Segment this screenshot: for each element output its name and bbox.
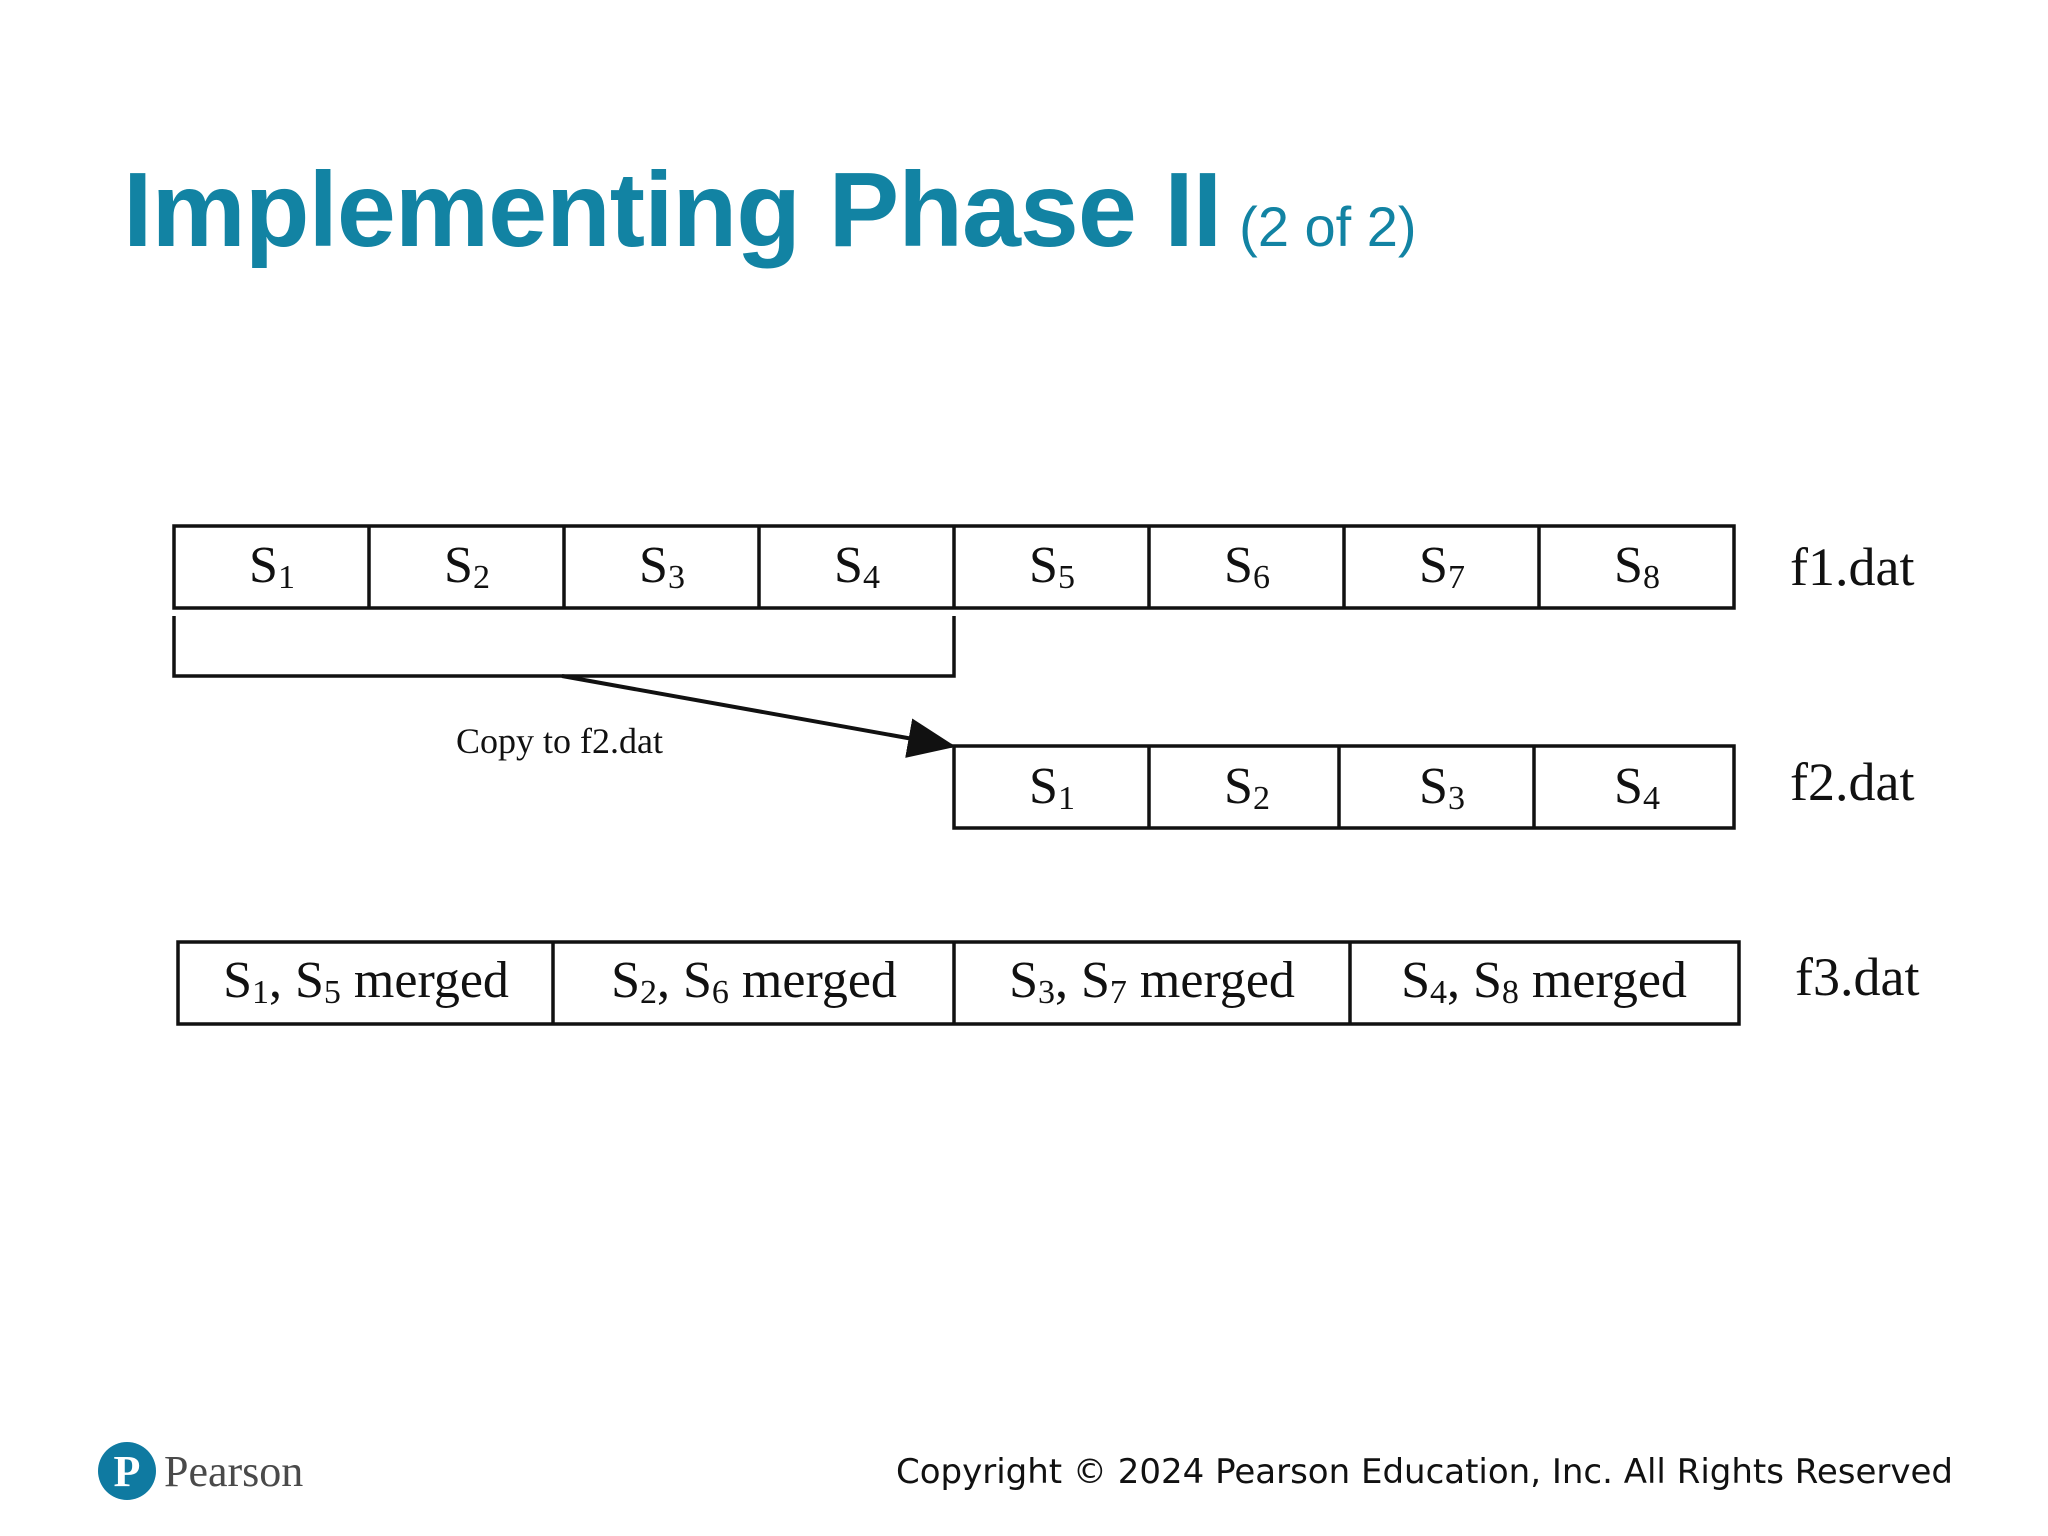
- f1-cell-7: S7: [1419, 537, 1465, 596]
- f1-cell-6: S6: [1224, 537, 1270, 596]
- title-subtitle: (2 of 2): [1239, 195, 1417, 258]
- f1-cell-3: S3: [639, 537, 685, 596]
- f2-cell-3: S3: [1419, 758, 1465, 817]
- f1-row: S1 S2 S3 S4 S5 S6 S7 S8 f1.dat: [172, 524, 1914, 610]
- f3-row: S1, S5 merged S2, S6 merged S3, S7 merge…: [176, 940, 1919, 1026]
- f2-cell-2: S2: [1224, 758, 1270, 817]
- f3-cell-1: S1, S5 merged: [223, 952, 509, 1011]
- f2-file-label: f2.dat: [1790, 752, 1914, 812]
- f1-cell-5: S5: [1029, 537, 1075, 596]
- slide-title: Implementing Phase II (2 of 2): [123, 150, 1417, 290]
- f1-cell-4: S4: [834, 537, 880, 596]
- copy-arrow: [561, 674, 956, 758]
- f1-cell-2: S2: [444, 537, 490, 596]
- f2-row: S1 S2 S3 S4 f2.dat: [952, 744, 1914, 830]
- f2-box: [952, 744, 1736, 830]
- f2-cell-4: S4: [1614, 758, 1660, 817]
- copyright-notice: Copyright © 2024 Pearson Education, Inc.…: [895, 1452, 1953, 1492]
- f3-cell-4: S4, S8 merged: [1401, 952, 1687, 1011]
- f1-cell-1: S1: [249, 537, 295, 596]
- f1-cell-8: S8: [1614, 537, 1660, 596]
- copy-bracket: [172, 616, 956, 678]
- f3-file-label: f3.dat: [1795, 947, 1919, 1007]
- f1-file-label: f1.dat: [1790, 537, 1914, 597]
- copy-label: Copy to f2.dat: [456, 721, 663, 761]
- pearson-wordmark: Pearson: [164, 1446, 304, 1496]
- title-main: Implementing Phase II: [123, 151, 1222, 269]
- f3-cell-3: S3, S7 merged: [1009, 952, 1295, 1011]
- f3-box: [176, 940, 1741, 1026]
- pearson-logo: P Pearson: [98, 1442, 303, 1500]
- f2-cell-1: S1: [1029, 758, 1075, 817]
- f3-cell-2: S2, S6 merged: [611, 952, 897, 1011]
- pearson-p-icon: P: [98, 1442, 156, 1500]
